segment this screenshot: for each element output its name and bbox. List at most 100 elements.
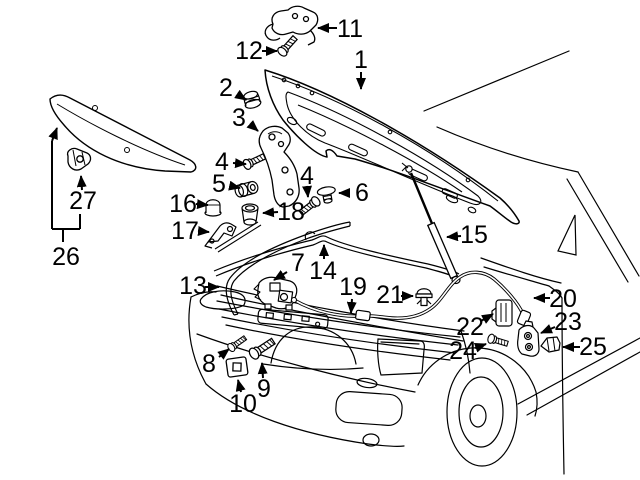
callout-7-label-6: 7 (291, 249, 305, 277)
gas-strut (401, 162, 461, 285)
callout-15-arrow (446, 231, 462, 242)
tire (446, 357, 518, 467)
hood-front-lip (214, 221, 262, 253)
callout-12-label-11: 12 (235, 37, 263, 65)
cowl-pair1 (216, 285, 465, 332)
callout-20-label-20: 20 (549, 285, 577, 313)
callout-2-label-1: 2 (219, 74, 233, 102)
screw-9 (248, 337, 276, 360)
callout-6-label-5: 6 (355, 179, 369, 207)
callout-17-label-16: 17 (171, 217, 199, 245)
plastic-nut-6 (316, 186, 336, 204)
callout-18-arrow (262, 207, 279, 218)
lock-carrier-strip (257, 308, 329, 330)
callout-19-label-19: 19 (339, 273, 367, 301)
headlight-right-line (380, 341, 420, 345)
callout-11-label-10: 11 (337, 15, 363, 43)
callout-26-label-26: 26 (52, 243, 80, 271)
wheel-rim (458, 376, 504, 448)
grille-right-edge (460, 330, 471, 374)
rocker-line1 (517, 337, 640, 405)
callout-26-arrow (48, 127, 58, 142)
a-pillar-rear (566, 178, 629, 283)
bolt-4b (298, 196, 321, 217)
clip-25 (540, 336, 561, 353)
grille-slat (218, 308, 459, 346)
callout-4-arrow (232, 158, 247, 169)
bumper-bottom (205, 383, 405, 447)
callout-24-label-24: 24 (449, 337, 477, 365)
wheel-arch (417, 347, 537, 393)
callout-13-label-12: 13 (179, 272, 207, 300)
barrel-nut-5 (234, 180, 259, 198)
callout-8-label-7: 8 (202, 350, 216, 378)
callout-22-label-22: 22 (456, 313, 484, 341)
callout-7-arrow (273, 269, 288, 281)
callout-4-arrow (302, 185, 312, 198)
hood-hinge-lower (258, 125, 300, 208)
fender-top-line2 (483, 266, 550, 287)
hood-hinge-upper (264, 5, 319, 46)
headlight-right (377, 338, 425, 376)
callout-16-label-15: 16 (169, 190, 197, 218)
callout-1-label-0: 1 (354, 46, 368, 74)
callout-9-label-8: 9 (257, 375, 271, 403)
callout-25-label-25: 25 (579, 333, 607, 361)
screw-24 (487, 333, 509, 347)
callout-22-arrow (480, 313, 494, 324)
latch-support-base (262, 363, 364, 370)
bolt-4a (242, 153, 267, 170)
callout-10-arrow (235, 379, 246, 393)
screw-8 (227, 335, 248, 353)
hood-panel (214, 69, 520, 253)
callout-17-arrow (197, 226, 210, 236)
bump-stop-16 (204, 199, 222, 217)
emblem-oval (356, 377, 378, 389)
callout-27-arrow (76, 175, 87, 191)
callout-5-arrow (228, 180, 241, 191)
mirror-triangle (557, 214, 577, 256)
fender-door-joint (548, 285, 563, 299)
tow-hook-cap (362, 433, 380, 447)
rocker-line2 (526, 351, 640, 416)
wheel-arch-rear (534, 391, 538, 417)
pad-clip (66, 147, 92, 171)
release-handle-bracket-23 (517, 320, 540, 357)
callout-27-label-27: 27 (69, 187, 97, 215)
release-cable (290, 270, 532, 332)
latch-support-arch (270, 326, 357, 365)
cable-clip-21 (415, 288, 433, 307)
callout-24-arrow (473, 343, 487, 353)
hinge-bolt-12 (277, 34, 298, 57)
fender-top-line (480, 257, 562, 284)
callout-8-arrow (217, 348, 230, 360)
callout-4-label-18: 4 (300, 162, 314, 190)
cowl-seal-14 (213, 231, 460, 279)
callout-2-arrow (234, 89, 247, 101)
bumper-left-edge (188, 296, 207, 385)
callout-15-label-14: 15 (460, 221, 488, 249)
callout-23-label-23: 23 (554, 308, 582, 336)
bracket-17 (204, 222, 237, 249)
headlight-left (199, 290, 246, 310)
callout-18-label-17: 18 (277, 198, 305, 226)
windshield-line (423, 50, 570, 112)
grommet-18 (241, 203, 259, 226)
cable-connector (355, 309, 371, 322)
callout-9-arrow (257, 362, 268, 379)
cowl-top-line (436, 126, 579, 173)
cable-bracket-22 (491, 299, 513, 327)
callout-23-arrow (540, 324, 556, 334)
cowl-pair2 (220, 294, 464, 342)
callout-21-label-21: 21 (376, 281, 404, 309)
door-edge (561, 297, 565, 475)
callout-4-label-3: 4 (215, 148, 229, 176)
grille-slat (225, 324, 451, 361)
bumper-crease (196, 333, 416, 393)
a-pillar-front (577, 171, 640, 277)
grille-slat (216, 300, 461, 338)
callout-14-label-13: 14 (309, 257, 337, 285)
